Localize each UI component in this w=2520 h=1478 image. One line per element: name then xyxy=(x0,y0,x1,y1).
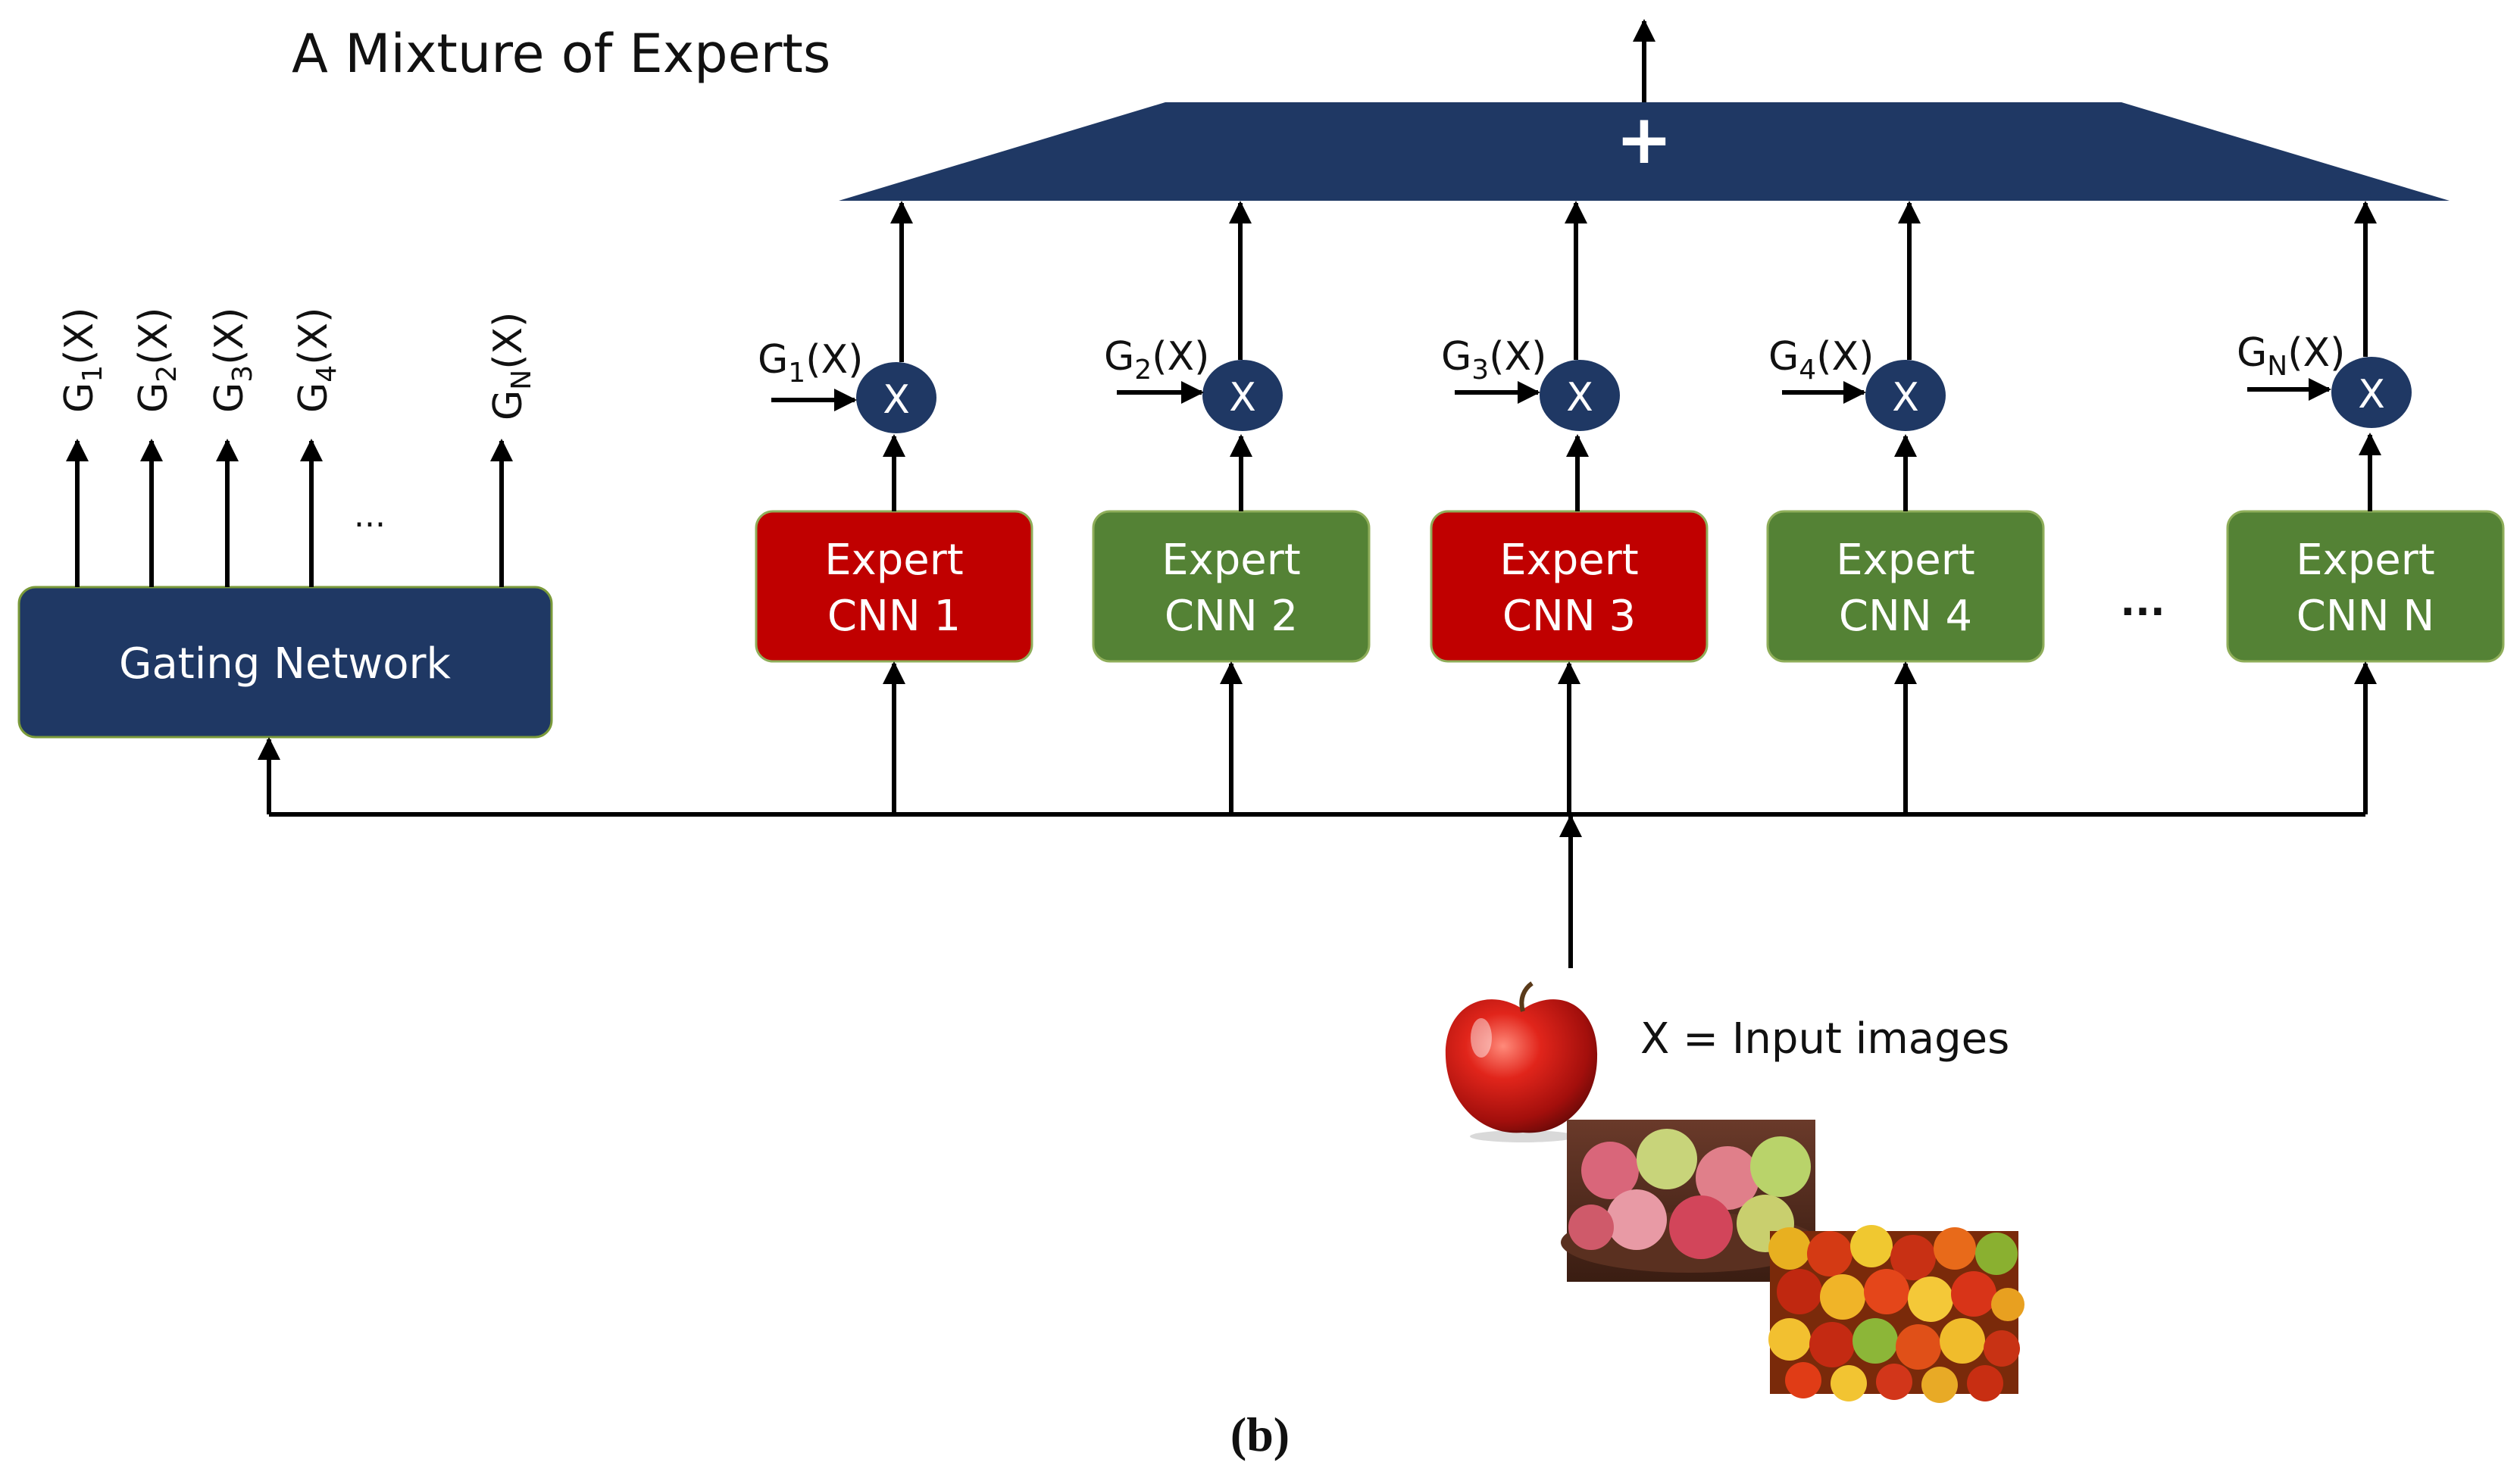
gating-output-label-4: G4(X) xyxy=(291,308,342,413)
gating-output-label-3: G3(X) xyxy=(207,308,258,413)
gate-label: G2(X) xyxy=(1104,334,1209,386)
gating-output-label-2: G2(X) xyxy=(131,308,183,413)
sum-trapezoid xyxy=(839,102,2450,201)
gating-network-label: Gating Network xyxy=(119,639,451,689)
gate-label: G3(X) xyxy=(1441,334,1546,386)
gating-network: Gating Network xyxy=(17,586,553,739)
gate-label: GN(X) xyxy=(2237,330,2345,382)
diagram-title: A Mixture of Experts xyxy=(292,23,830,85)
expert-label-line2: CNN N xyxy=(2296,592,2435,641)
expert-3: Expert CNN 3 X G3(X) xyxy=(1430,201,1709,663)
input-images-label: X = Input images xyxy=(1640,1014,2009,1064)
apple-pile-image xyxy=(1768,1225,2024,1403)
gating-output-label-n: GN(X) xyxy=(486,312,537,420)
expert-label-line1: Expert xyxy=(2296,536,2435,585)
expert-4: Expert CNN 4 X G4(X) xyxy=(1766,201,2045,663)
multiply-node xyxy=(1202,360,1283,431)
gating-outputs: G1(X) G2(X) G3(X) G4(X) GN(X) ... xyxy=(57,308,537,587)
gating-ellipsis: ... xyxy=(354,496,386,535)
expert-2: Expert CNN 2 X G2(X) xyxy=(1092,201,1371,663)
sum-symbol: + xyxy=(1615,100,1672,180)
multiply-symbol: X xyxy=(1229,375,1256,420)
sum-node: + xyxy=(839,100,2450,201)
expert-label-line1: Expert xyxy=(1499,536,1639,585)
input-bus xyxy=(258,661,2377,968)
figure-caption: (b) xyxy=(1230,1408,1290,1461)
expert-label-line1: Expert xyxy=(824,536,964,585)
multiply-symbol: X xyxy=(2358,372,2385,417)
multiply-node xyxy=(856,362,936,433)
multiply-node xyxy=(1540,360,1620,431)
experts-ellipsis: ... xyxy=(2120,580,2165,625)
input-images: X = Input images xyxy=(1445,981,2024,1403)
expert-label-line1: Expert xyxy=(1836,536,1975,585)
multiply-node xyxy=(2331,357,2412,428)
gating-network-box xyxy=(17,586,553,739)
multiply-node xyxy=(1865,360,1946,431)
expert-label-line2: CNN 4 xyxy=(1839,592,1972,641)
gate-label: G1(X) xyxy=(758,337,863,389)
gate-label: G4(X) xyxy=(1768,334,1874,386)
multiply-symbol: X xyxy=(1566,375,1593,420)
expert-1: Expert CNN 1 X G1(X) xyxy=(755,201,1033,663)
multiply-symbol: X xyxy=(1892,375,1919,420)
expert-label-line2: CNN 1 xyxy=(827,592,961,641)
multiply-symbol: X xyxy=(883,377,910,423)
expert-label-line2: CNN 3 xyxy=(1502,592,1636,641)
gating-output-label-1: G1(X) xyxy=(57,308,108,413)
expert-n: Expert CNN N X GN(X) xyxy=(2226,201,2505,663)
expert-label-line2: CNN 2 xyxy=(1165,592,1298,641)
apple-image xyxy=(1445,981,1598,1142)
expert-label-line1: Expert xyxy=(1162,536,1301,585)
